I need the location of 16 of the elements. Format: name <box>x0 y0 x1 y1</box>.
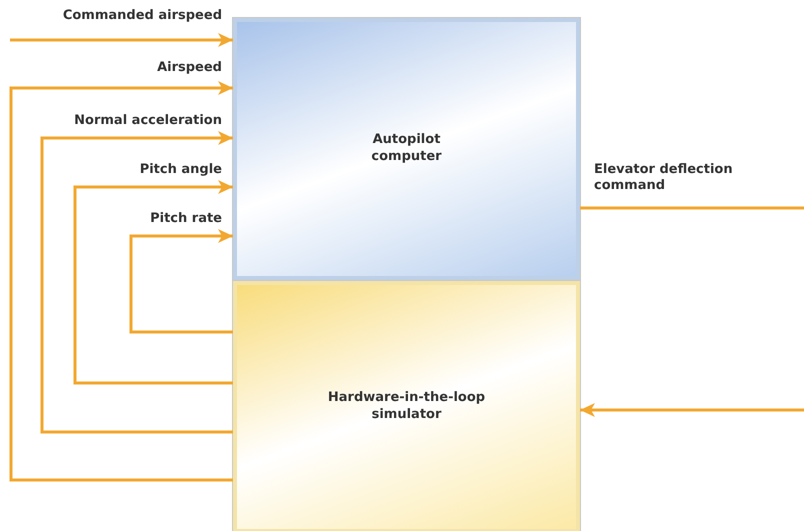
arrow <box>10 81 233 482</box>
process-box <box>233 281 580 531</box>
box-label: Autopilot computer <box>370 132 443 166</box>
edge-label: Pitch angle <box>140 162 222 178</box>
arrow <box>130 229 233 334</box>
arrow <box>40 131 233 434</box>
arrow <box>74 180 233 384</box>
edge-label: Commanded airspeed <box>62 8 222 24</box>
arrow <box>580 403 804 417</box>
box-label: Hardware-in-the-loop simulator <box>326 390 486 424</box>
arrow <box>10 33 233 47</box>
process-box <box>233 18 580 280</box>
edge-label: Pitch rate <box>150 211 222 228</box>
edge-label: Airspeed <box>157 60 222 76</box>
edge-label: Normal acceleration <box>74 113 222 130</box>
edge-label: Elevator deflection command <box>594 162 734 194</box>
